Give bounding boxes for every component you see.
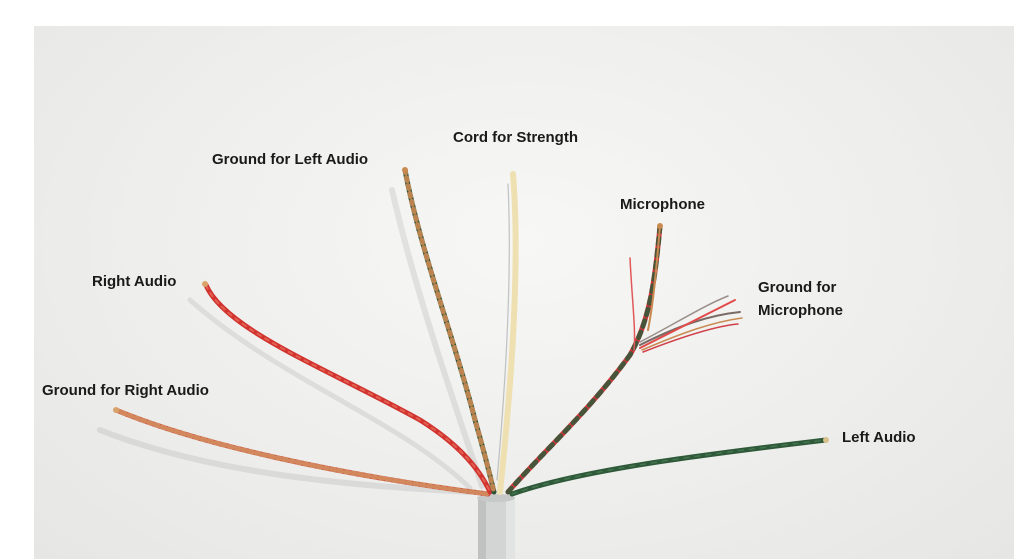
label-ground-mic-line1: Ground for — [758, 279, 837, 296]
ground-left-audio-wire — [402, 167, 497, 495]
label-right-audio: Right Audio — [92, 273, 177, 290]
ground-microphone-strands — [639, 295, 743, 353]
label-cord-for-strength: Cord for Strength — [453, 129, 578, 146]
label-ground-mic-line2: Microphone — [758, 302, 843, 319]
label-microphone: Microphone — [620, 196, 705, 213]
left-audio-wire — [509, 437, 829, 497]
strength-cord — [496, 171, 519, 495]
label-ground-right-audio: Ground for Right Audio — [42, 382, 209, 399]
label-ground-for-microphone: Ground for Microphone — [758, 276, 843, 322]
ground-right-audio-wire — [113, 407, 491, 497]
right-audio-wire — [202, 281, 493, 495]
background-photo — [34, 26, 1014, 559]
microphone-wire — [505, 223, 663, 495]
label-left-audio: Left Audio — [842, 429, 916, 446]
cable-jacket — [477, 494, 515, 559]
label-ground-left-audio: Ground for Left Audio — [212, 151, 369, 168]
